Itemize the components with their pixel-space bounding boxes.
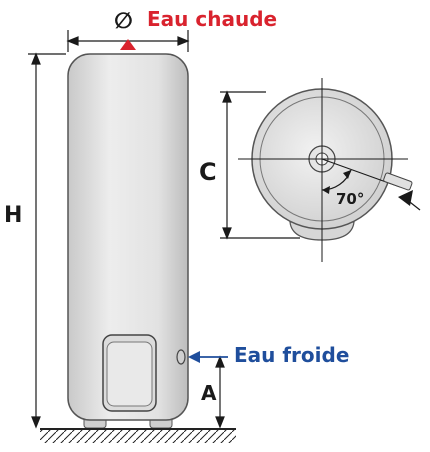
ground (40, 428, 236, 443)
top-view-inlet-stub (383, 172, 413, 191)
offset-a-label: A (201, 381, 217, 405)
tank-side-view (67, 53, 189, 429)
angle-arc-arrow-start (322, 186, 330, 194)
offset-a-dimension (215, 355, 225, 429)
hot-water-outlet-arrow (120, 39, 136, 50)
height-dimension (28, 52, 66, 429)
ground-hatch (40, 429, 236, 443)
hot-water-label: Eau chaude (147, 7, 277, 31)
cold-water-label: Eau froide (234, 343, 349, 367)
cold-water-arrow (188, 351, 228, 363)
inlet-pointer-shaft (405, 198, 421, 211)
tank-body (67, 53, 189, 421)
offset-c-dimension (220, 90, 300, 240)
cold-water-inlet (176, 349, 186, 365)
diameter-symbol: ∅ (114, 9, 133, 34)
offset-c-label: C (199, 158, 217, 186)
inlet-pointer-arrow (398, 190, 413, 206)
angle-label: 70° (336, 190, 364, 208)
access-panel-inner (106, 341, 153, 407)
tank-top-view (238, 78, 421, 262)
angle-arc-arrow-end (343, 170, 351, 179)
height-label: H (4, 203, 22, 228)
